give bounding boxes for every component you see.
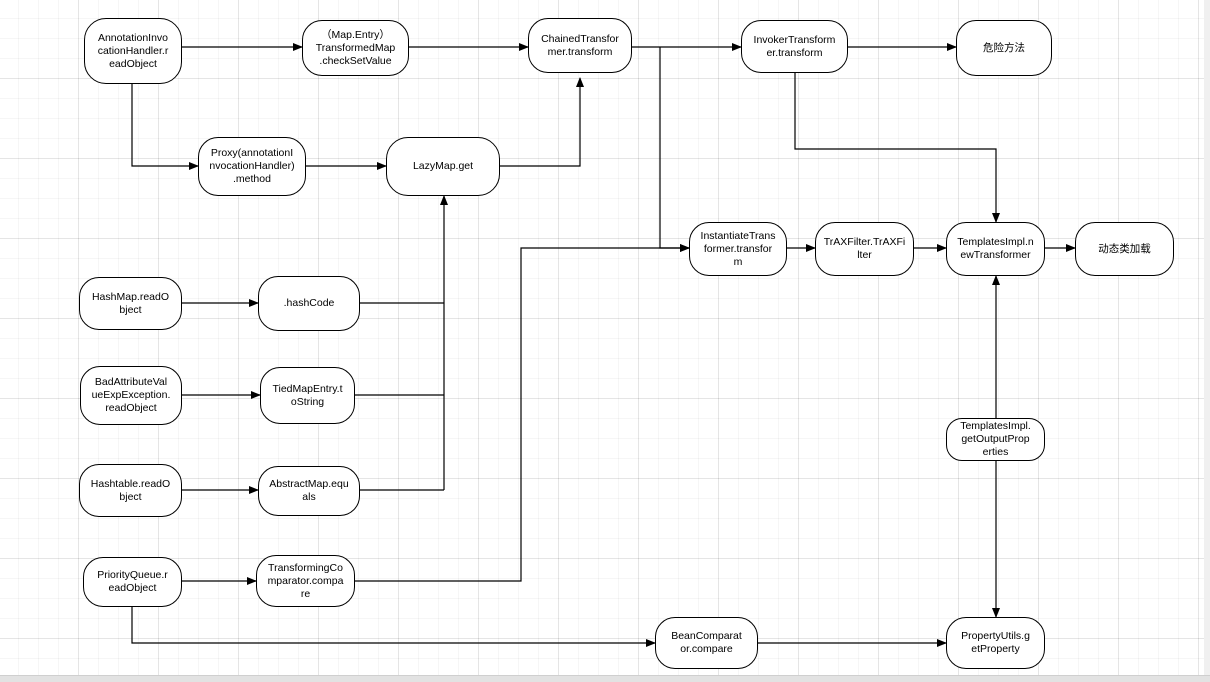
node-dynamic-class-loading[interactable]: 动态类加载 [1075, 222, 1174, 276]
node-instantiate-transform[interactable]: InstantiateTrans former.transfor m [689, 222, 787, 276]
node-transforming-compare[interactable]: TransformingCo mparator.compa re [256, 555, 355, 607]
node-tiedmapentry-tostring[interactable]: TiedMapEntry.t oString [260, 367, 355, 424]
horizontal-scrollbar[interactable] [0, 675, 1210, 682]
node-dangerous-method[interactable]: 危险方法 [956, 20, 1052, 76]
node-annotation-readobject[interactable]: AnnotationInvo cationHandler.r eadObject [84, 18, 182, 84]
node-templatesimpl-newtransformer[interactable]: TemplatesImpl.n ewTransformer [946, 222, 1045, 276]
vertical-scrollbar[interactable] [1204, 0, 1210, 675]
node-priorityqueue-readobject[interactable]: PriorityQueue.r eadObject [83, 557, 182, 607]
node-chained-transform[interactable]: ChainedTransfor mer.transform [528, 18, 632, 73]
edge-lazymap-to-chained [500, 77, 584, 167]
node-badattr-readobject[interactable]: BadAttributeVal ueExpException. readObje… [80, 366, 182, 425]
node-hashcode[interactable]: .hashCode [258, 276, 360, 331]
node-map-entry-checksetvalue[interactable]: （Map.Entry） TransformedMap .checkSetValu… [302, 20, 409, 76]
node-propertyutils-getproperty[interactable]: PropertyUtils.g etProperty [946, 617, 1045, 669]
edge-transforming-to-instantiate [355, 244, 690, 582]
edge-annotation-to-proxy [131, 84, 199, 170]
node-hashmap-readobject[interactable]: HashMap.readO bject [79, 277, 182, 330]
edge-invoker-to-templatesimpl [794, 73, 1000, 223]
node-beancomparator-compare[interactable]: BeanComparat or.compare [655, 617, 758, 669]
node-templatesimpl-getoutputproperties[interactable]: TemplatesImpl. getOutputProp erties [946, 418, 1045, 461]
edge-priorityqueue-to-beancomparator [131, 607, 656, 647]
node-proxy-method[interactable]: Proxy(annotationI nvocationHandler) .met… [198, 137, 306, 196]
node-hashtable-readobject[interactable]: Hashtable.readO bject [79, 464, 182, 517]
node-lazymap-get[interactable]: LazyMap.get [386, 137, 500, 196]
node-invoker-transform[interactable]: InvokerTransform er.transform [741, 20, 848, 73]
node-traxfilter[interactable]: TrAXFilter.TrAXFi lter [815, 222, 914, 276]
node-abstractmap-equals[interactable]: AbstractMap.equ als [258, 466, 360, 516]
edge-chained-to-instantiate [659, 47, 690, 252]
